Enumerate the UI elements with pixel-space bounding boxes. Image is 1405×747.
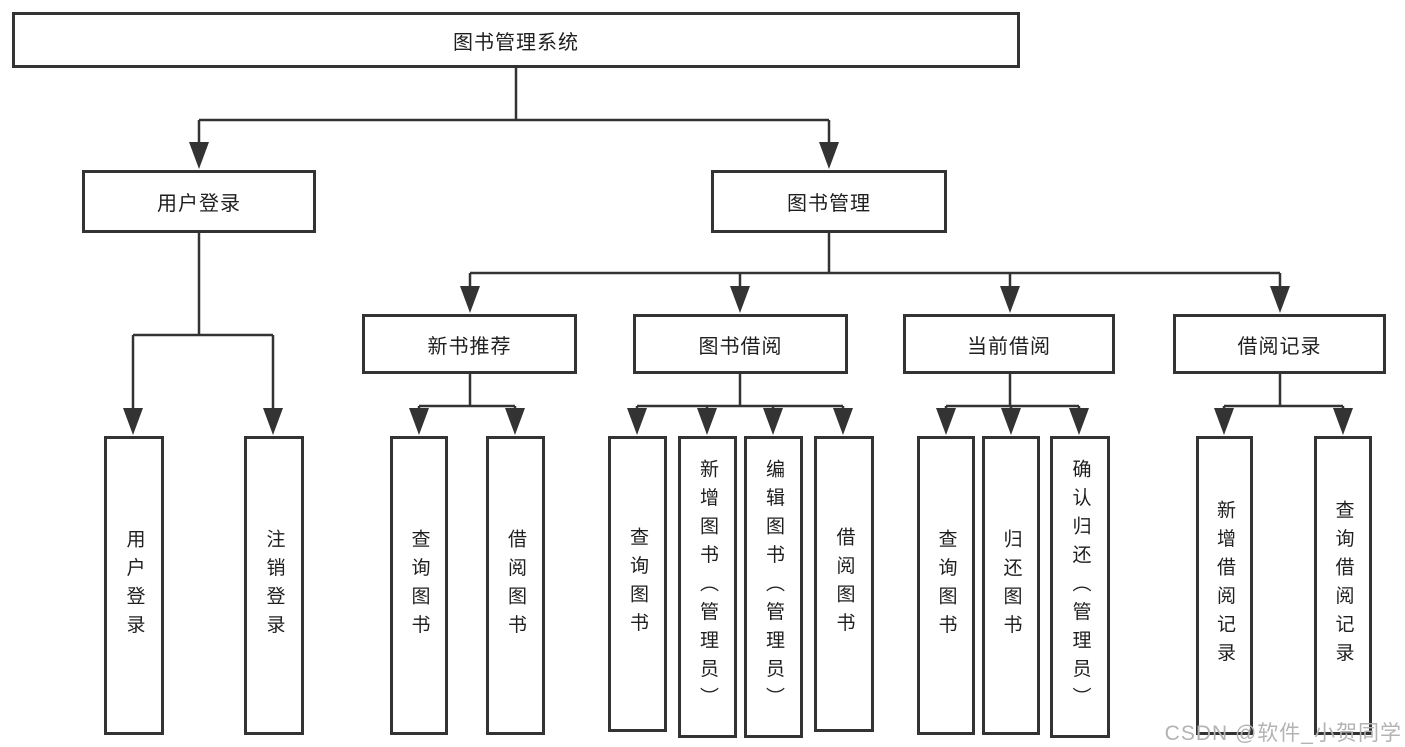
leaf-borrow-book: 借阅图书 bbox=[814, 436, 874, 732]
node-book-management: 图书管理 bbox=[711, 170, 947, 233]
node-label: 图书借阅 bbox=[698, 335, 783, 358]
node-label: 注销登录 bbox=[263, 528, 285, 643]
node-label: 当前借阅 bbox=[967, 335, 1051, 358]
node-new-book-recommendation: 新书推荐 bbox=[362, 314, 577, 374]
leaf-query-book-borrowing: 查询图书 bbox=[608, 436, 667, 732]
node-label: 确认归还（管理员） bbox=[1069, 458, 1091, 716]
node-label: 借阅图书 bbox=[505, 528, 526, 643]
node-label: 用户登录 bbox=[123, 528, 145, 643]
node-label: 查询图书 bbox=[935, 528, 957, 643]
leaf-query-borrow-record: 查询借阅记录 bbox=[1314, 436, 1372, 735]
leaf-add-book-admin: 新增图书（管理员） bbox=[678, 436, 737, 738]
node-current-borrowing: 当前借阅 bbox=[903, 314, 1115, 374]
node-label: 查询图书 bbox=[408, 528, 430, 643]
leaf-confirm-return-admin: 确认归还（管理员） bbox=[1050, 436, 1110, 738]
node-book-borrowing: 图书借阅 bbox=[633, 314, 848, 374]
leaf-query-book-current: 查询图书 bbox=[917, 436, 975, 735]
leaf-query-book-recommendation: 查询图书 bbox=[390, 436, 448, 735]
node-label: 图书管理系统 bbox=[453, 31, 579, 54]
node-label: 查询图书 bbox=[627, 527, 648, 641]
leaf-edit-book-admin: 编辑图书（管理员） bbox=[744, 436, 803, 738]
node-library-management-system: 图书管理系统 bbox=[12, 12, 1020, 68]
leaf-logout: 注销登录 bbox=[244, 436, 304, 735]
node-label: 编辑图书（管理员） bbox=[763, 458, 784, 716]
node-label: 新书推荐 bbox=[427, 335, 512, 358]
node-label: 新增借阅记录 bbox=[1214, 500, 1235, 671]
node-user-login: 用户登录 bbox=[82, 170, 316, 233]
leaf-borrow-book-recommendation: 借阅图书 bbox=[486, 436, 545, 735]
node-label: 借阅图书 bbox=[833, 527, 855, 641]
node-label: 查询借阅记录 bbox=[1332, 500, 1354, 671]
arrowhead-icons bbox=[123, 142, 1353, 435]
leaf-return-book: 归还图书 bbox=[982, 436, 1040, 735]
node-label: 新增图书（管理员） bbox=[697, 458, 718, 716]
node-label: 用户登录 bbox=[157, 193, 241, 215]
node-label: 借阅记录 bbox=[1237, 335, 1322, 358]
leaf-user-login: 用户登录 bbox=[104, 436, 164, 735]
node-label: 图书管理 bbox=[787, 193, 871, 215]
leaf-add-borrow-record: 新增借阅记录 bbox=[1196, 436, 1253, 735]
node-borrowing-records: 借阅记录 bbox=[1173, 314, 1386, 374]
node-label: 归还图书 bbox=[1000, 528, 1022, 643]
